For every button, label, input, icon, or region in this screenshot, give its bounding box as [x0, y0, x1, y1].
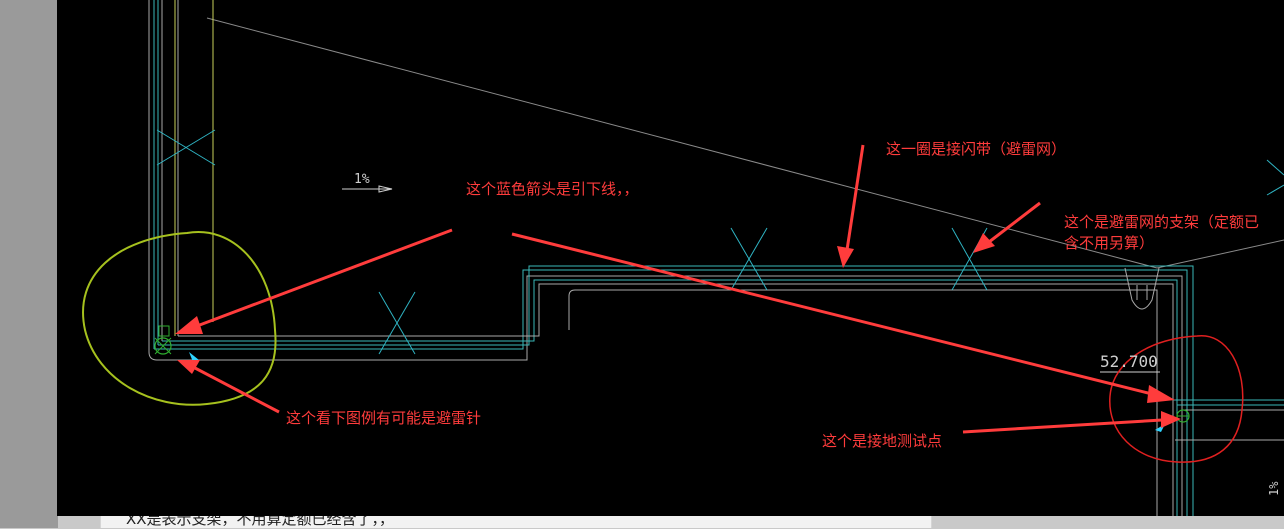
- yellow-highlight-circle: [82, 230, 277, 406]
- red-highlight-circle: [1109, 335, 1244, 463]
- annotation-rod: 这个看下图例有可能是避雷针: [286, 409, 482, 427]
- slope-label: 1%: [354, 172, 370, 187]
- annotation-blue-arrow: 这个蓝色箭头是引下线，，: [466, 180, 639, 198]
- support-marks: [156, 129, 1284, 355]
- cad-drawing-screenshot: 1% 52.700 1% 这个蓝色箭头是引下线，， 这一圈是接闪带（避雷网） 这…: [57, 0, 1284, 516]
- slope-line: [206, 17, 1158, 269]
- rod-symbol: [154, 325, 199, 362]
- annotation-ground-test: 这个是接地测试点: [822, 432, 943, 450]
- annotation-support-1: 这个是避雷网的支架（定额已: [1064, 213, 1260, 231]
- cad-linework: [82, 0, 1284, 516]
- lower-parapet-lines: [148, 265, 1284, 516]
- slope-arrow: [342, 185, 393, 193]
- annotation-arrows: [175, 144, 1181, 434]
- annotation-support-2: 含不用另算）: [1064, 234, 1155, 252]
- roof-drain-symbol: [1124, 267, 1160, 310]
- corner-slope-label: 1%: [1267, 481, 1281, 496]
- left-gutter: [0, 0, 58, 528]
- annotation-loop-band: 这一圈是接闪带（避雷网）: [886, 140, 1067, 158]
- left-wall-lines: [148, 0, 214, 352]
- slope-line-end: [1156, 239, 1284, 269]
- elevation-label: 52.700: [1100, 352, 1158, 371]
